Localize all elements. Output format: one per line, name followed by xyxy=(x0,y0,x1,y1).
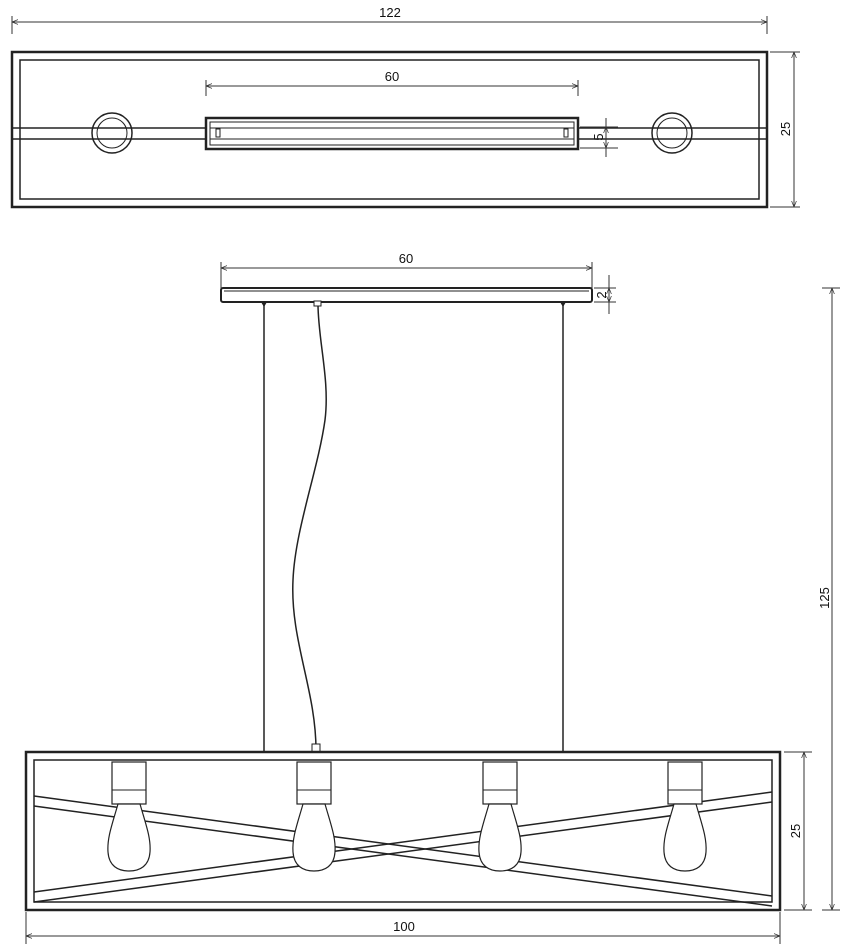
side-bulb-3 xyxy=(478,761,522,872)
side-canopy-height-label: 2 xyxy=(594,291,609,298)
top-frame-inner xyxy=(19,59,760,200)
top-bulb-1 xyxy=(91,112,133,154)
side-cross-bar-1 xyxy=(33,795,773,907)
top-frame-outer xyxy=(10,50,769,209)
side-bulb-1 xyxy=(107,761,151,872)
top-depth-label: 25 xyxy=(778,122,793,136)
side-frame-outer xyxy=(24,750,782,912)
power-cord xyxy=(292,303,327,751)
side-bulb-4 xyxy=(663,761,707,872)
side-total-height-dimension: 125 xyxy=(817,287,840,911)
side-cross-bar-2 xyxy=(33,791,773,903)
top-canopy-width-label: 60 xyxy=(385,69,399,84)
top-canopy xyxy=(204,116,580,151)
side-frame-height-label: 25 xyxy=(788,824,803,838)
side-total-height-label: 125 xyxy=(817,587,832,609)
top-width-dimension: 122 xyxy=(11,5,768,34)
side-canopy xyxy=(220,287,593,303)
side-frame-height-dimension: 25 xyxy=(784,751,812,911)
top-canopy-width-dimension: 60 xyxy=(205,69,579,96)
side-frame-width-label: 100 xyxy=(393,919,415,934)
side-canopy-width-dimension: 60 xyxy=(220,251,593,288)
top-canopy-depth-dimension: 5 xyxy=(580,118,618,157)
top-canopy-depth-label: 5 xyxy=(591,133,606,140)
side-frame-inner xyxy=(33,759,773,903)
side-canopy-height-dimension: 2 xyxy=(594,275,616,314)
top-depth-dimension: 25 xyxy=(770,51,800,208)
side-view: 60 2 xyxy=(24,251,840,944)
top-bulb-4 xyxy=(651,112,693,154)
top-view: 122 xyxy=(10,5,800,209)
side-frame-width-dimension: 100 xyxy=(25,912,781,944)
side-bulb-2 xyxy=(292,761,336,872)
side-canopy-width-label: 60 xyxy=(399,251,413,266)
top-width-label: 122 xyxy=(379,5,401,20)
